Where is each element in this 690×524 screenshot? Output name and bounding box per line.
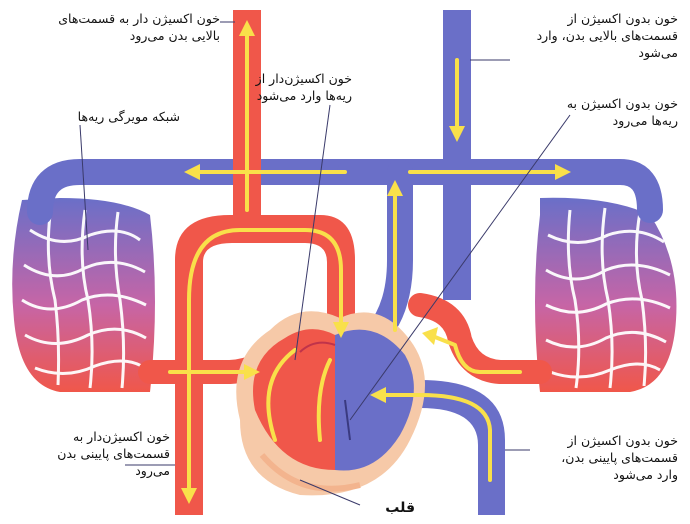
superior-vena-cava [443,10,471,300]
label-oxygenated-to-lower-body: خون اکسیژن‌دار به قسمت‌های پایینی بدن می… [57,428,170,479]
label-oxygenated-from-lungs: خون اکسیژن‌دار از ریه‌ها وارد می‌شود [256,70,352,104]
label-deoxygenated-from-upper-body: خون بدون اکسیژن از قسمت‌های بالایی بدن، … [537,10,678,61]
label-oxygenated-to-upper-body: خون اکسیژن دار به قسمت‌های بالایی بدن می… [58,10,220,44]
label-deoxygenated-from-lower-body: خون بدون اکسیژن از قسمت‌های پایینی بدن، … [561,432,678,483]
heart [236,311,425,495]
label-lung-capillary-network: شبکه مویرگی ریه‌ها [78,108,180,125]
left-lung-capillary-network [12,198,155,392]
label-deoxygenated-to-lungs: خون بدون اکسیژن به ریه‌ها می‌رود [567,95,678,129]
label-heart: قلب [385,500,415,517]
right-lung-capillary-network [535,198,676,392]
